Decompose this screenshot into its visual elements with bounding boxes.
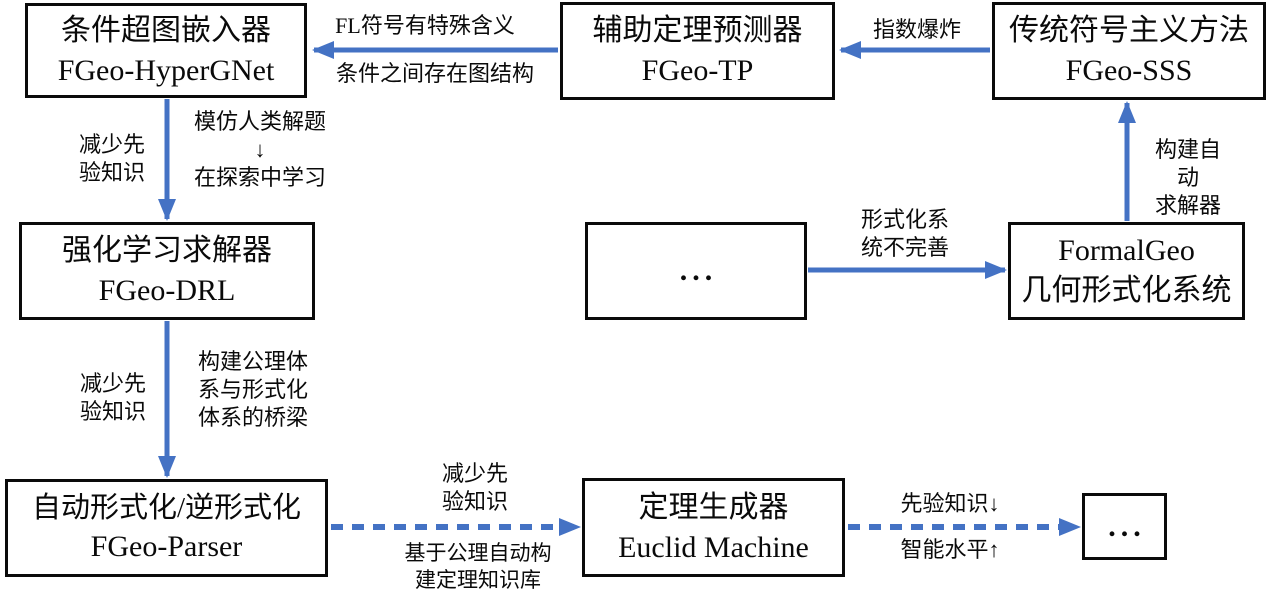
label-build-auto-solver: 构建自动 求解器 bbox=[1154, 137, 1221, 219]
label-reduce-prior-knowledge-3: 减少先 验知识 bbox=[441, 461, 509, 515]
node-end-ellipsis: ... bbox=[1082, 493, 1167, 560]
label-imitate-human-solving: 模仿人类解题 ↓ 在探索中学习 bbox=[193, 109, 327, 191]
node-fgeo-drl-title: 强化学习求解器 bbox=[62, 234, 272, 268]
node-fgeo-parser-subtitle: FGeo-Parser bbox=[90, 530, 243, 564]
label-reduce-prior-knowledge-1: 减少先 验知识 bbox=[78, 132, 146, 186]
node-fgeo-tp-title: 辅助定理预测器 bbox=[592, 14, 803, 48]
mid-ellipsis-text: ... bbox=[679, 254, 718, 288]
node-fgeo-hypergnet: 条件超图嵌入器 FGeo-HyperGNet bbox=[25, 3, 307, 98]
label-reduce-prior-knowledge-2: 减少先 验知识 bbox=[79, 371, 147, 425]
node-formalgeo-subtitle: 几何形式化系统 bbox=[1021, 274, 1232, 307]
node-fgeo-parser: 自动形式化/逆形式化 FGeo-Parser bbox=[5, 479, 328, 577]
node-euclid-machine-subtitle: Euclid Machine bbox=[618, 530, 809, 564]
node-fgeo-sss: 传统符号主义方法 FGeo-SSS bbox=[992, 2, 1266, 100]
label-intelligence-up: 智能水平↑ bbox=[900, 537, 1000, 562]
node-fgeo-drl-subtitle: FGeo-DRL bbox=[98, 274, 236, 307]
label-graph-structure: 条件之间存在图结构 bbox=[335, 61, 535, 86]
node-formalgeo-title: FormalGeo bbox=[1058, 234, 1195, 268]
label-exponential-explosion: 指数爆炸 bbox=[872, 17, 962, 42]
node-fgeo-sss-title: 传统符号主义方法 bbox=[1009, 14, 1249, 48]
label-prior-knowledge-down: 先验知识↓ bbox=[900, 491, 1000, 516]
label-bridge-axiom-formal-system: 构建公理体 系与形式化 体系的桥梁 bbox=[197, 349, 309, 431]
end-ellipsis-text: ... bbox=[1108, 509, 1146, 543]
node-fgeo-tp: 辅助定理预测器 FGeo-TP bbox=[560, 2, 835, 100]
node-fgeo-drl: 强化学习求解器 FGeo-DRL bbox=[19, 222, 315, 320]
label-fl-semantics: FL符号有特殊含义 bbox=[335, 13, 515, 38]
node-fgeo-hypergnet-title: 条件超图嵌入器 bbox=[61, 13, 271, 47]
node-fgeo-hypergnet-subtitle: FGeo-HyperGNet bbox=[57, 53, 275, 87]
node-euclid-machine-title: 定理生成器 bbox=[638, 490, 789, 524]
node-fgeo-sss-subtitle: FGeo-SSS bbox=[1065, 54, 1193, 87]
node-fgeo-tp-subtitle: FGeo-TP bbox=[641, 54, 754, 87]
node-mid-ellipsis: ... bbox=[585, 222, 807, 320]
node-euclid-machine: 定理生成器 Euclid Machine bbox=[582, 478, 845, 577]
node-formalgeo: FormalGeo 几何形式化系统 bbox=[1008, 222, 1245, 320]
label-build-theorem-kb: 基于公理自动构 建定理知识库 bbox=[404, 541, 552, 592]
node-fgeo-parser-title: 自动形式化/逆形式化 bbox=[31, 492, 302, 525]
label-formal-system-imperfect: 形式化系 统不完善 bbox=[860, 207, 950, 261]
